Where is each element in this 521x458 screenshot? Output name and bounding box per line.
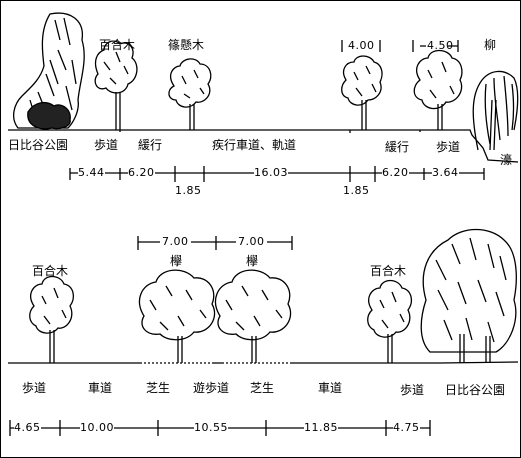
label-slow-lane-right-a: 緩行: [385, 140, 410, 154]
dim-label-a-3: 16.03: [254, 166, 288, 179]
label-yurinoki-b1: 百合木: [32, 264, 69, 278]
tree-keyaki-b1: [139, 269, 216, 363]
dim-label-a-6: 1.85: [175, 184, 202, 197]
top-dim-a-4.50: [412, 40, 459, 52]
label-slow-lane-left-a: 緩行: [138, 138, 163, 152]
label-sidewalk-right-b: 歩道: [400, 383, 425, 397]
tree-suzukake-a: [168, 58, 212, 130]
dim-label-b-4: 11.85: [304, 421, 338, 434]
dim-label-a-top-1: 4.00: [348, 39, 375, 52]
label-main-road-a: 疾行車道、軌道: [212, 138, 297, 152]
top-dim-a-4.00: [341, 40, 381, 52]
label-lawn-left-b: 芝生: [146, 381, 171, 395]
label-lawn-right-b: 芝生: [250, 381, 275, 395]
label-road-right-b: 車道: [318, 381, 343, 395]
label-sidewalk-left-b: 歩道: [22, 381, 47, 395]
dim-label-a-7: 1.85: [343, 184, 370, 197]
label-keyaki-b1: 欅: [170, 254, 183, 268]
dim-label-b-top-2: 7.00: [236, 235, 267, 248]
dim-label-a-1: 5.44: [78, 166, 105, 179]
dim-label-a-top-2: 4.50: [427, 39, 454, 52]
label-moat-a: 濠: [500, 153, 513, 167]
label-hibiya-park-a: 日比谷公園: [8, 138, 69, 152]
dim-ticks-b: [9, 420, 431, 436]
dim-ticks-a: [69, 166, 485, 182]
top-dim-b: [137, 236, 293, 250]
tree-right-a1: [341, 55, 383, 130]
dim-label-b-5: 4.75: [393, 421, 420, 434]
label-yurinoki-a: 百合木: [99, 38, 136, 52]
dim-label-a-5: 3.64: [432, 166, 459, 179]
ground-line-a: [8, 129, 519, 163]
label-suzukake-a: 篠懸木: [168, 38, 205, 52]
dim-label-a-2: 6.20: [128, 166, 155, 179]
label-sidewalk-right-a: 歩道: [436, 140, 461, 154]
dim-label-b-1: 4.65: [14, 421, 41, 434]
dim-label-a-4: 6.20: [382, 166, 409, 179]
tree-yurinoki-a: [94, 40, 138, 130]
tree-yurinoki-b1: [29, 275, 75, 363]
dim-label-b-top-1: 7.00: [160, 235, 191, 248]
curb-a: [119, 130, 421, 133]
label-hibiya-park-b: 日比谷公園: [445, 383, 506, 397]
tree-yurinoki-b2: [367, 279, 413, 363]
label-yanagi-a: 柳: [484, 38, 497, 52]
dim-label-b-2: 10.00: [80, 421, 114, 434]
dim-label-b-3: 10.55: [194, 421, 228, 434]
park-shrub-a: [12, 12, 85, 130]
park-trees-b: [420, 228, 517, 363]
label-keyaki-b2: 欅: [246, 254, 259, 268]
tree-keyaki-b2: [215, 269, 292, 363]
label-road-left-b: 車道: [88, 381, 113, 395]
label-promenade-b: 遊歩道: [193, 381, 230, 395]
ground-line-b: [8, 361, 519, 364]
tree-willow-a: [472, 70, 519, 151]
tree-right-a2: [413, 49, 463, 130]
label-sidewalk-left-a: 歩道: [94, 138, 119, 152]
label-yurinoki-b2: 百合木: [370, 264, 407, 278]
